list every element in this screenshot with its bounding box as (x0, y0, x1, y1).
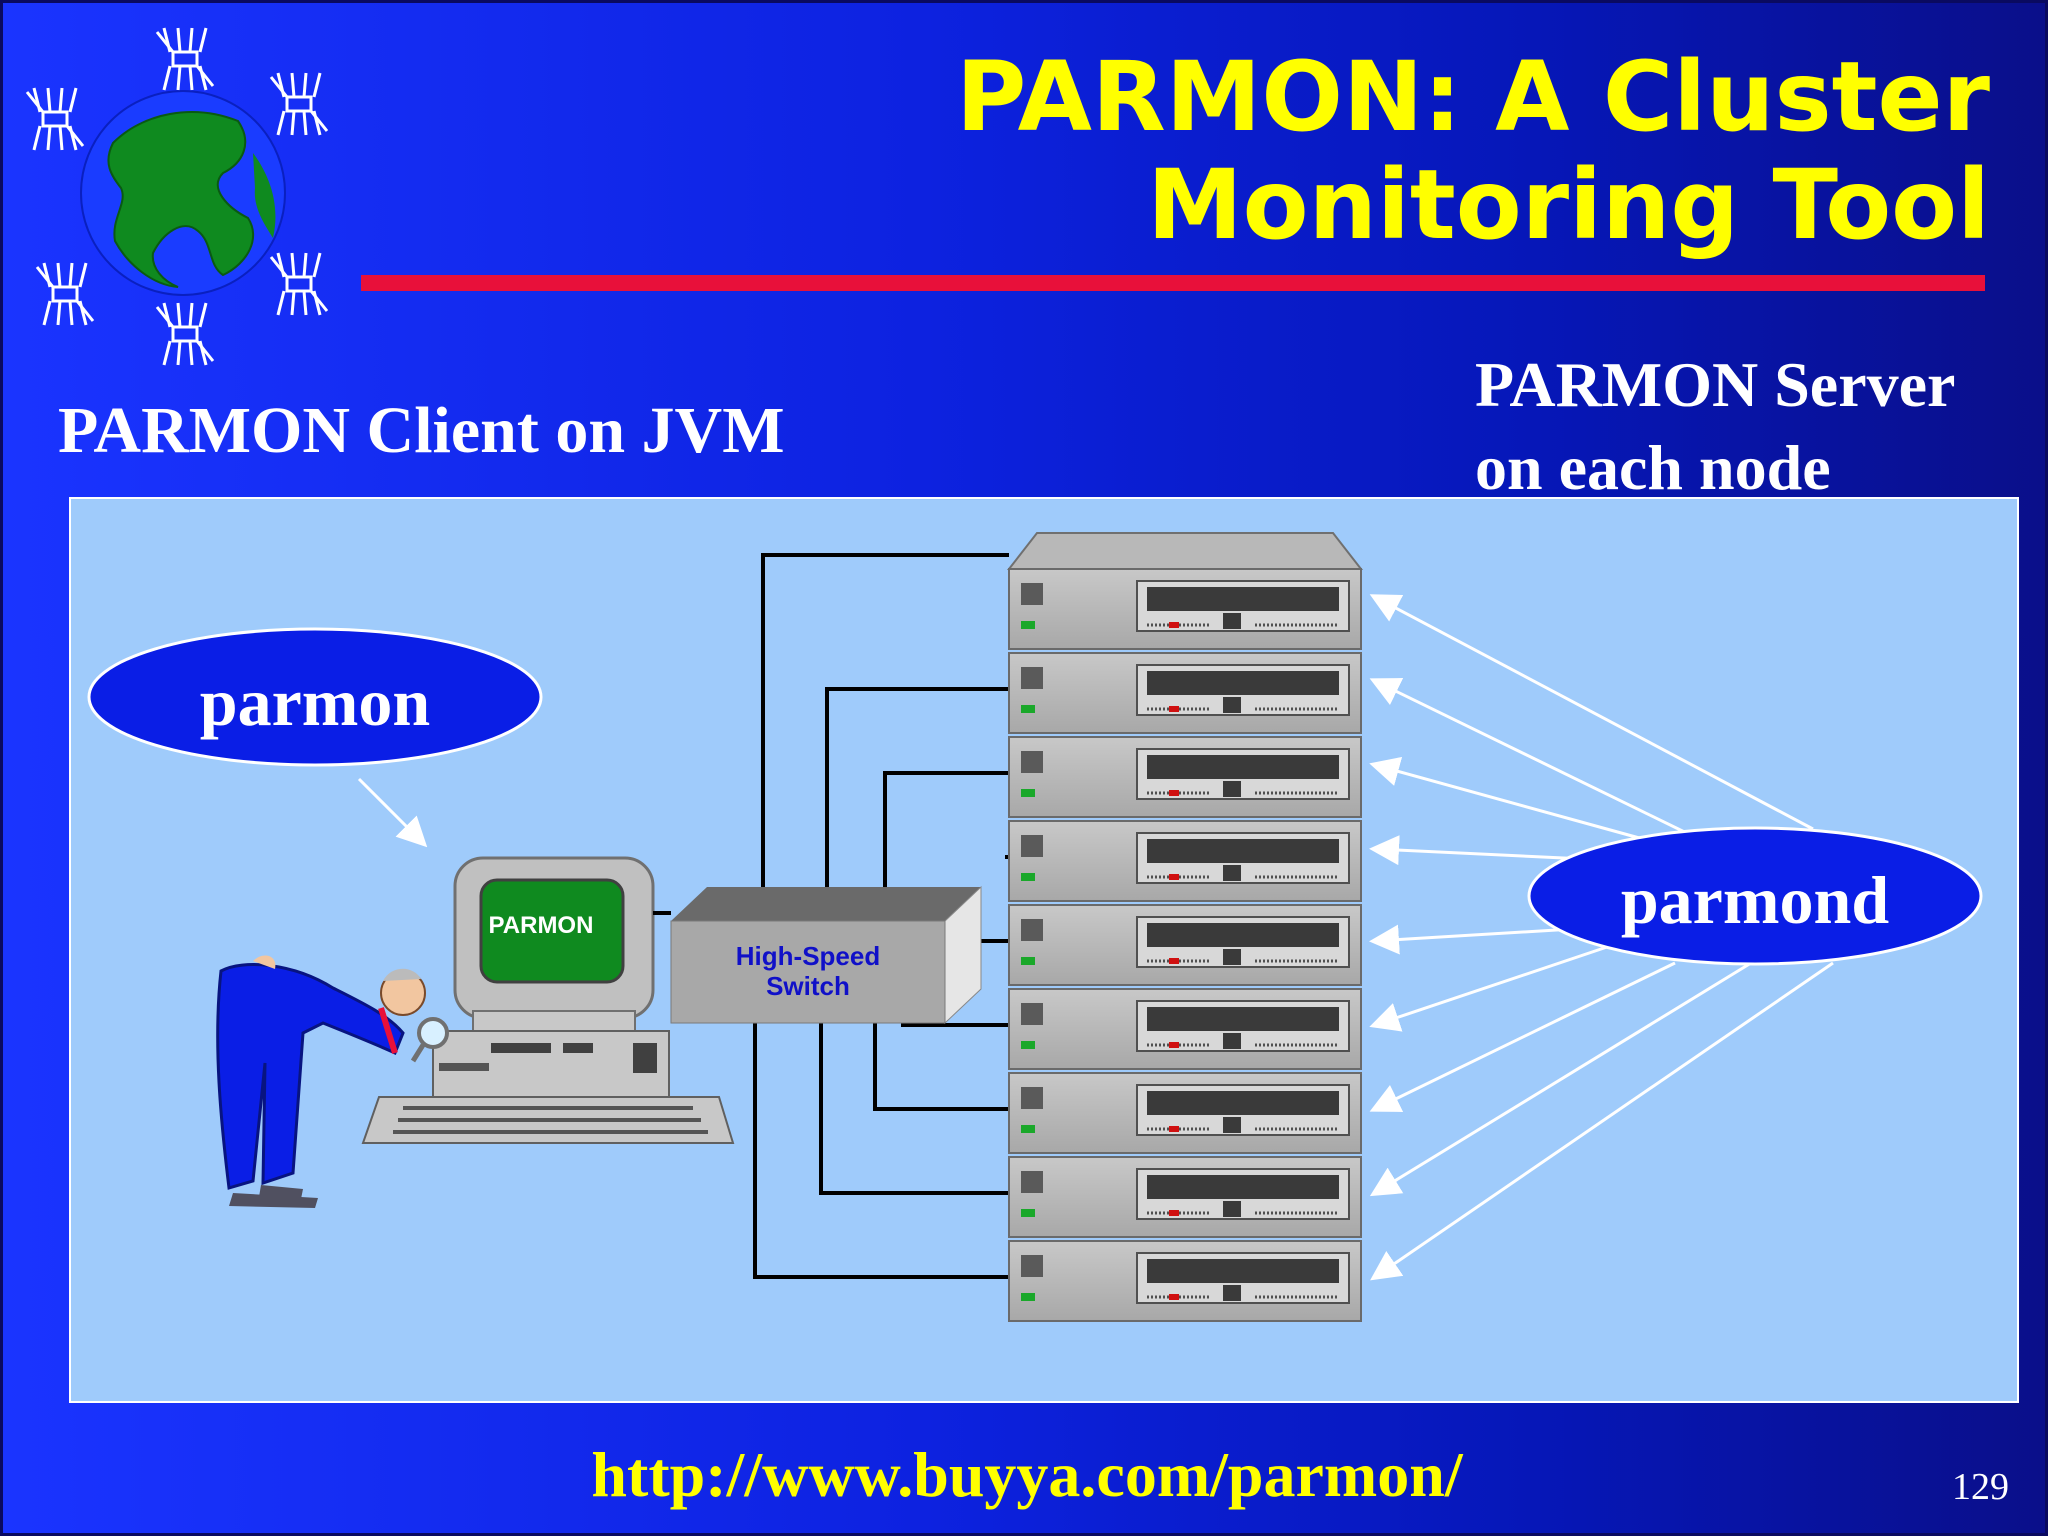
parmond-arrow (1369, 756, 1644, 841)
slide-title: PARMON: A Cluster Monitoring Tool (490, 43, 1990, 259)
switch-label-line-1: High-Speed (736, 941, 880, 971)
cable (883, 771, 1009, 887)
network-node-icon (25, 87, 85, 151)
network-node-icon (269, 72, 329, 136)
title-line-1: PARMON: A Cluster (956, 41, 1990, 153)
cable (761, 553, 1009, 887)
monitor-screen-text: PARMON (489, 912, 594, 939)
parmond-bubble-label: parmond (1621, 862, 1889, 938)
cluster-node (1008, 988, 1362, 1070)
high-speed-switch: High-Speed Switch (670, 885, 982, 1025)
parmon-bubble-label: parmon (200, 664, 430, 740)
diagram-canvas: parmon parmond PARMON (25, 27, 1983, 1322)
cable (819, 1023, 1009, 1195)
page-number: 129 (1952, 1466, 2009, 1508)
network-node-icon (35, 262, 95, 326)
cluster-node (1008, 736, 1362, 818)
parmon-bubble: parmon (87, 627, 543, 767)
parmond-arrow (1369, 678, 1704, 843)
parmond-bubble: parmond (1527, 826, 1983, 966)
cluster-node (1008, 568, 1362, 650)
network-node-icon (155, 27, 215, 91)
network-node-icon (155, 302, 215, 366)
cluster-node (1008, 820, 1362, 902)
rack-top (1006, 532, 1364, 570)
cable (753, 1023, 1009, 1279)
switch-label-line-2: Switch (766, 971, 850, 1001)
parmon-pointer-arrow (357, 777, 428, 848)
cluster-node (1008, 1072, 1362, 1154)
server-label-line-1: PARMON Server (1475, 349, 1956, 420)
parmond-arrow (1369, 594, 1814, 831)
parmond-arrow (1370, 961, 1834, 1281)
parmond-arrow (1369, 961, 1676, 1112)
server-label-line-2: on each node (1475, 432, 1831, 503)
cluster-node (1008, 1156, 1362, 1238)
cluster-node (1008, 652, 1362, 734)
cable (873, 1023, 1009, 1111)
footer-url[interactable]: http://www.buyya.com/parmon/ (591, 1439, 1463, 1510)
parmond-arrow (1369, 835, 1586, 866)
network-node-icon (269, 252, 329, 316)
parmond-arrow (1369, 945, 1608, 1032)
parmond-arrow (1369, 924, 1574, 955)
cluster-node (1008, 904, 1362, 986)
switch-node-cables (753, 553, 1009, 1279)
user-figure (216, 955, 449, 1208)
server-rack (1006, 532, 1364, 1322)
client-label: PARMON Client on JVM (58, 394, 785, 467)
workstation: PARMON (361, 856, 735, 1144)
cluster-node (1008, 1240, 1362, 1322)
title-divider (361, 275, 1985, 291)
cable (901, 1023, 1009, 1027)
globe-network-logo (80, 90, 286, 296)
parmond-arrows (1369, 594, 1834, 1281)
cable (825, 687, 1009, 887)
parmond-arrow (1369, 961, 1752, 1197)
title-line-2: Monitoring Tool (1147, 149, 1990, 261)
network-node-icons (25, 27, 329, 366)
